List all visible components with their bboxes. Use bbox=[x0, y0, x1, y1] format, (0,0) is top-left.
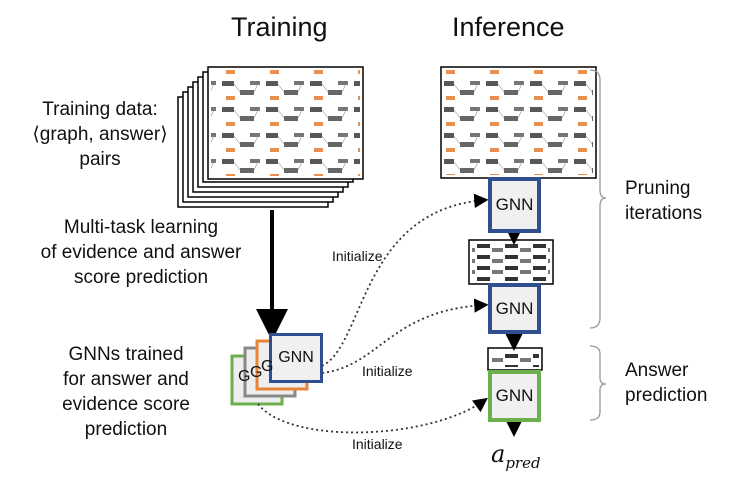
stack-letter-g2: G bbox=[250, 364, 263, 381]
inference-gnn-1: GNN bbox=[488, 177, 541, 233]
stack-letter-g3: G bbox=[261, 358, 274, 375]
gnns-trained-label: GNNs trained for answer and evidence sco… bbox=[62, 344, 190, 440]
inference-gnn-2: GNN bbox=[488, 283, 541, 334]
training-gnn-card: GNN bbox=[269, 333, 323, 383]
multitask-learning-label: Multi-task learning of evidence and answ… bbox=[40, 217, 242, 288]
pruning-iterations-label: Pruning iterations bbox=[625, 178, 703, 224]
answer-output: apred bbox=[491, 440, 541, 472]
inference-gnn-3: GNN bbox=[488, 370, 541, 422]
training-graph-stack bbox=[177, 66, 364, 208]
inference-heading: Inference bbox=[452, 12, 565, 42]
initialize-label-2: Initialize bbox=[362, 363, 413, 379]
training-heading: Training bbox=[231, 12, 328, 42]
answer-prediction-label: Answer prediction bbox=[625, 360, 708, 406]
initialize-label-3: Initialize bbox=[352, 436, 403, 452]
training-data-label: Training data: ⟨graph, answer⟩ pairs bbox=[32, 99, 168, 170]
stack-letter-g1: G bbox=[238, 368, 251, 385]
initialize-label-1: Initialize bbox=[332, 248, 383, 264]
